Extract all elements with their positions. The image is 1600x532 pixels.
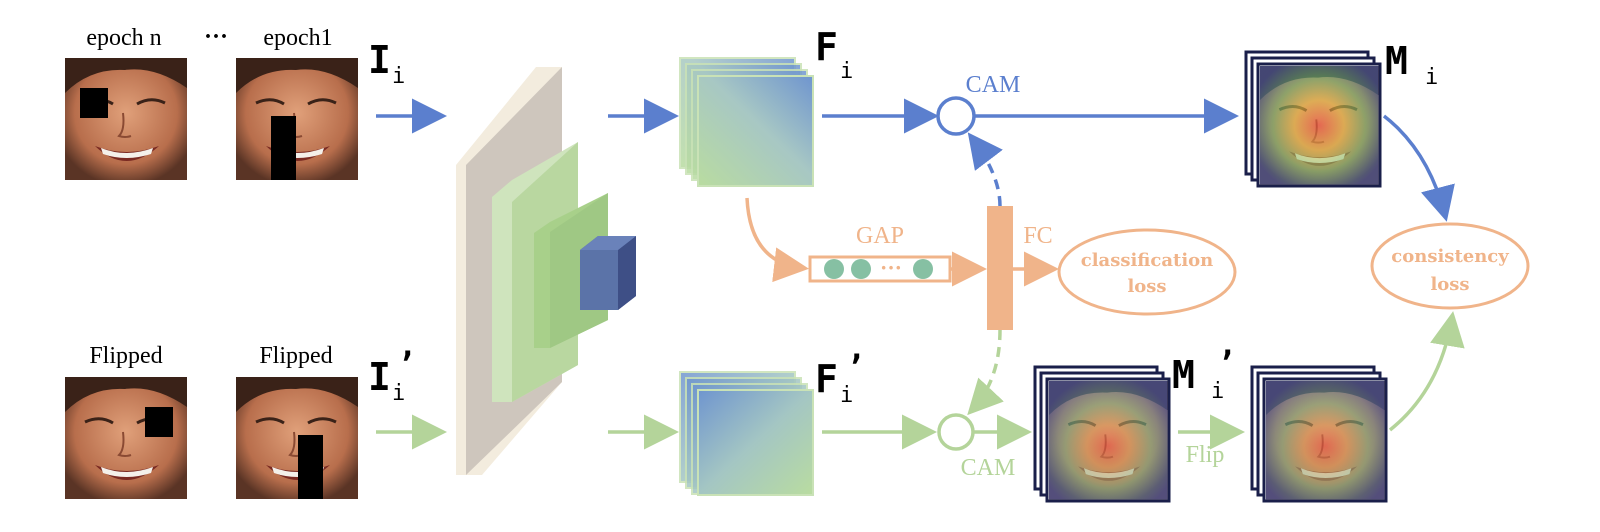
backbone-network (456, 67, 636, 475)
face-image-epoch-n (63, 56, 189, 182)
symbol-base: M (1385, 39, 1408, 83)
symbol-base: F (815, 25, 838, 69)
heatmap-stack-bottom (1250, 365, 1388, 503)
symbol-I-prime: I i ’ (368, 345, 416, 406)
gap-unit (913, 259, 933, 279)
erase-mask (271, 116, 296, 180)
arrow-fc-weights-to-cam-bottom (967, 329, 1004, 416)
arrow-heatmap-top-to-consistency (1382, 114, 1455, 222)
fc-label: FC (1023, 223, 1052, 249)
erase-mask (145, 407, 173, 437)
classification-loss (1057, 228, 1237, 316)
arrow-heatmap-bottom-to-consistency (1388, 311, 1465, 432)
symbol-M-top: M i (1385, 39, 1438, 90)
symbol-subscript: i (840, 383, 853, 408)
classification-loss-line2: loss (1127, 276, 1166, 297)
caption-epoch-1: epoch1 (263, 25, 332, 51)
caption-flipped-right: Flipped (259, 343, 332, 369)
erase-mask (80, 88, 108, 118)
face-image-epoch-1 (234, 56, 360, 182)
symbol-subscript: i (1425, 65, 1438, 90)
arrow-fc-weights-to-cam-top (967, 132, 1003, 207)
symbol-I-top: I i (368, 38, 405, 89)
erase-mask (298, 435, 323, 499)
gap-label: GAP (856, 223, 904, 249)
symbol-F-prime: F i ’ (815, 348, 865, 408)
cam-label-top: CAM (966, 72, 1021, 98)
feature-maps-top (679, 57, 814, 187)
input-images: epoch n ··· epoch1 Flipped Flipped (63, 24, 360, 501)
consistency-loss-line1: consistency (1391, 246, 1509, 267)
classification-loss-line1: classification (1081, 250, 1214, 271)
heatmap-stack-middle (1033, 365, 1171, 503)
gap-unit (851, 259, 871, 279)
cam-node-bottom (937, 413, 975, 451)
symbol-subscript: i (392, 381, 405, 406)
symbol-base: M (1172, 353, 1195, 397)
symbol-prime: ’ (397, 345, 416, 383)
caption-epoch-n: epoch n (86, 25, 161, 51)
symbol-subscript: i (840, 59, 853, 84)
symbol-M-prime: M i ’ (1172, 344, 1236, 404)
cam-label-bottom: CAM (961, 455, 1016, 481)
feature-maps-bottom (679, 371, 814, 496)
symbol-subscript: i (392, 64, 405, 89)
symbol-F-top: F i (815, 25, 853, 84)
caption-flipped-left: Flipped (89, 343, 162, 369)
symbol-base: F (815, 357, 838, 401)
face-image-flipped-1 (63, 375, 189, 501)
symbol-prime: ’ (846, 348, 865, 386)
face-image-flipped-2 (234, 375, 360, 501)
caption-ellipsis: ··· (204, 24, 228, 50)
symbol-subscript: i (1211, 379, 1224, 404)
symbol-base: I (368, 38, 391, 82)
flip-label: Flip (1186, 442, 1225, 468)
symbol-prime: ’ (1217, 344, 1236, 382)
consistency-loss-line2: loss (1430, 274, 1469, 295)
symbol-base: I (368, 355, 391, 399)
fc-layer (987, 206, 1013, 330)
cam-node-top (936, 96, 976, 136)
gap-unit (824, 259, 844, 279)
gap-dots: ··· (880, 255, 902, 280)
consistency-loss (1370, 222, 1530, 310)
arrow-feature-to-gap (745, 197, 809, 283)
heatmap-stack-top (1244, 50, 1382, 188)
